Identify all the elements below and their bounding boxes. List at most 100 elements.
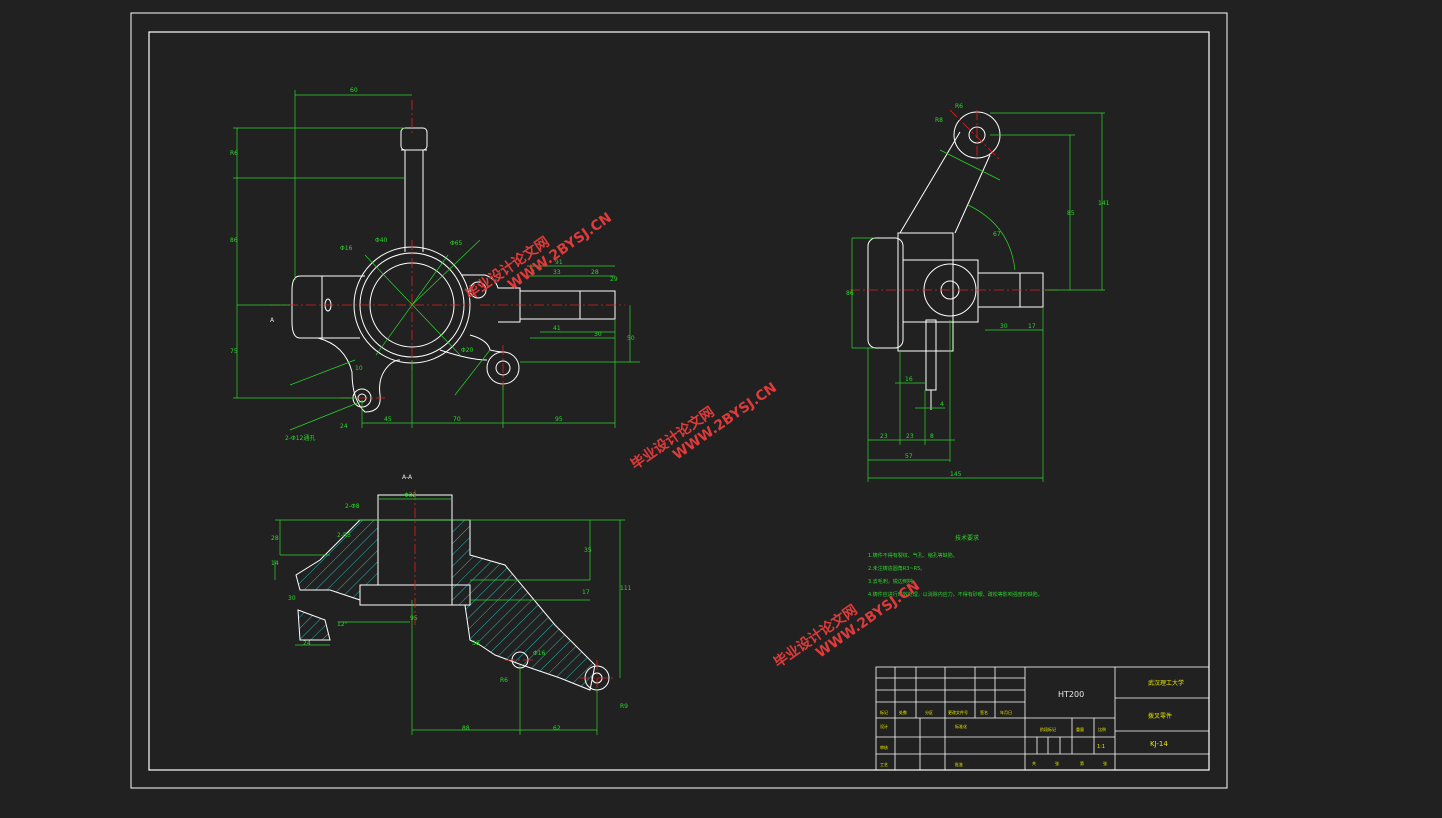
front-centerlines [270, 100, 625, 399]
scale-label: 1:1 [1097, 744, 1105, 750]
inner-frame [148, 31, 1210, 771]
side-dim-text: R8 R6 85 141 67 86 30 17 16 4 23 23 8 57… [846, 103, 1110, 478]
dim-30-section: 30 [288, 595, 296, 602]
header-mark: 标记 [880, 709, 888, 715]
dim-17-side: 17 [1028, 323, 1036, 330]
label-total: 共 [1032, 760, 1036, 766]
header-change-doc: 更改文件号 [948, 709, 968, 715]
dim-57: 57 [905, 453, 913, 460]
dim-24-section: 24 [303, 640, 311, 647]
dim-75: 75 [230, 348, 238, 355]
dim-16: 16 [905, 376, 913, 383]
dim-50: 50 [627, 335, 635, 342]
row-design: 设计 [880, 723, 888, 729]
part-name-label: 拨叉零件 [1148, 712, 1172, 720]
dim-phi40: Φ40 [375, 237, 388, 244]
dim-30-side: 30 [1000, 323, 1008, 330]
row-review: 审核 [880, 744, 888, 750]
dim-95: 95 [555, 416, 563, 423]
header-date: 年月日 [1000, 709, 1012, 715]
note-3: 3.去毛刺，锐边倒钝。 [868, 578, 918, 585]
technical-notes: 技术要求 1.铸件不得有裂纹、气孔、缩孔等缺陷。 2.未注铸造圆角R3~R5。 … [868, 534, 1043, 598]
dim-36: 36 [472, 640, 480, 647]
dim-phi65: Φ65 [450, 240, 463, 247]
dim-67: 67 [993, 231, 1001, 238]
header-count: 处数 [899, 709, 907, 715]
section-dimensions [274, 498, 625, 735]
dim-14: 14 [271, 560, 279, 567]
section-label: A-A [402, 474, 413, 481]
header-signature: 签名 [980, 709, 988, 715]
dim-phi16: Φ16 [340, 245, 353, 252]
dim-r6-section: R6 [500, 677, 508, 684]
dim-phi20: Φ20 [461, 347, 474, 354]
dim-r9: R9 [620, 703, 628, 710]
front-view [291, 127, 616, 413]
dim-145: 145 [950, 471, 962, 478]
material-label: HT200 [1058, 690, 1084, 699]
dim-phi16-section: Φ16 [533, 650, 546, 657]
dim-r8: R8 [935, 117, 943, 124]
dim-85: 85 [1067, 210, 1075, 217]
label-sheet-no: 第 [1080, 760, 1084, 766]
dim-141: 141 [1098, 200, 1110, 207]
dim-24: 24 [340, 423, 348, 430]
dim-41: 41 [553, 325, 561, 332]
label-approve: 批准 [955, 761, 963, 767]
title-block [875, 666, 1210, 771]
dim-2-phi8: 2-Φ8 [345, 503, 360, 510]
label-weight: 重量 [1076, 726, 1084, 732]
dim-12deg: 12° [337, 621, 348, 628]
section-view [295, 494, 610, 691]
note-1: 1.铸件不得有裂纹、气孔、缩孔等缺陷。 [868, 552, 958, 559]
section-centerlines [414, 490, 615, 695]
row-process: 工艺 [880, 762, 888, 767]
label-sheet: 张 [1103, 760, 1107, 766]
outer-frame [130, 12, 1228, 789]
label-stage-mark: 阶段标记 [1040, 726, 1056, 732]
dim-33: 33 [553, 269, 561, 276]
side-centerlines [850, 109, 1060, 291]
notes-heading: 技术要求 [955, 534, 979, 542]
dim-8: 8 [531, 269, 535, 276]
side-dimensions [851, 112, 1105, 482]
dim-4: 4 [940, 401, 944, 408]
dim-30: 30 [594, 331, 602, 338]
note-2: 2.未注铸造圆角R3~R5。 [868, 565, 925, 572]
note-4: 4.铸件应进行时效处理，以消除内应力。不得有砂眼、疏松等影响强度的缺陷。 [868, 591, 1043, 598]
drawing-no-label: KJ-14 [1150, 740, 1168, 748]
dim-2-r5: 2-R5 [337, 532, 351, 539]
front-dimensions [233, 90, 640, 431]
dim-10: 10 [355, 365, 363, 372]
label-sheets: 张 [1055, 760, 1059, 766]
dim-70: 70 [453, 416, 461, 423]
dim-2-phi12: 2-Φ12通孔 [285, 434, 315, 442]
side-view [867, 111, 1044, 410]
dim-111: 111 [620, 585, 632, 592]
front-dim-text: 60 R6 86 75 45 70 95 91 8 33 28 41 30 50… [230, 87, 635, 442]
dim-28: 28 [591, 269, 599, 276]
dim-86-side: 86 [846, 290, 854, 297]
view-marker-a: A [270, 317, 275, 324]
dim-8-side: 8 [930, 433, 934, 440]
dim-23-a: 23 [880, 433, 888, 440]
dim-95-section: 95 [410, 615, 418, 622]
dim-17-section: 17 [582, 589, 590, 596]
dim-r6-side: R6 [955, 103, 963, 110]
dim-86: 86 [230, 237, 238, 244]
dim-60: 60 [350, 87, 358, 94]
dim-28: 28 [271, 535, 279, 542]
section-dim-text: A-A Φ32 2-Φ8 2-R5 28 14 35 30 17 111 12°… [271, 474, 632, 732]
label-scale: 比例 [1098, 726, 1106, 732]
dim-62: 62 [553, 725, 561, 732]
dim-23-b: 23 [906, 433, 914, 440]
title-block-text: HT200 武汉理工大学 拨叉零件 KJ-14 1:1 标记 处数 分区 更改文… [880, 679, 1184, 767]
dim-r6: R6 [230, 150, 238, 157]
dim-88: 88 [462, 725, 470, 732]
dim-29: 29 [610, 276, 618, 283]
dim-91: 91 [555, 259, 563, 266]
dim-phi32: Φ32 [404, 492, 417, 499]
dim-35: 35 [584, 547, 592, 554]
school-label: 武汉理工大学 [1148, 679, 1184, 687]
